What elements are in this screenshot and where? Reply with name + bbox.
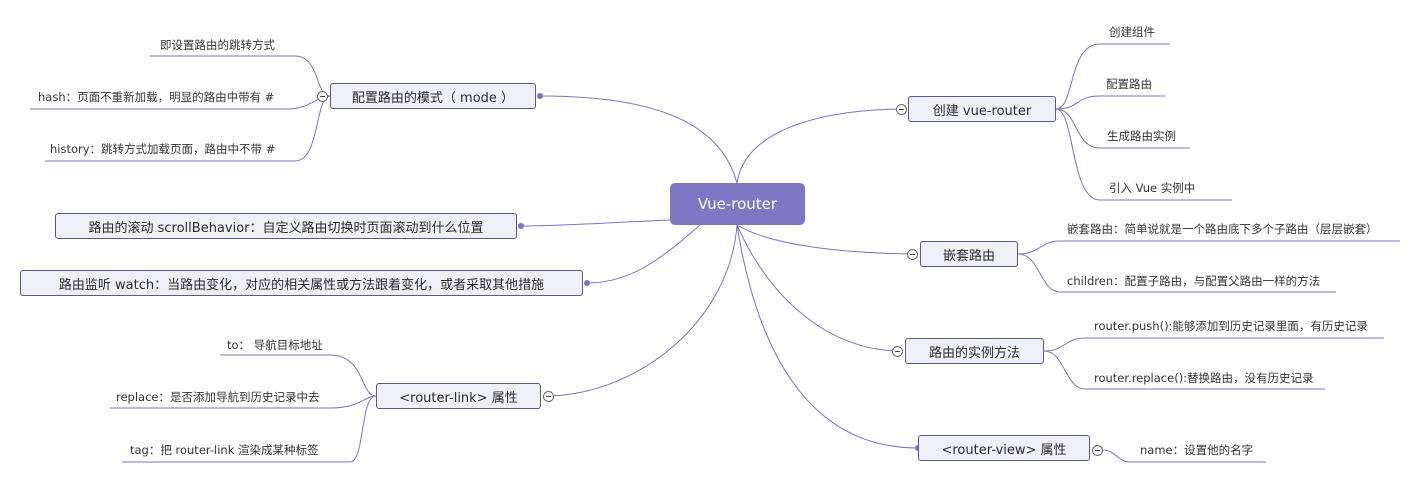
connector-root-link	[547, 224, 738, 397]
root-label: Vue-router	[697, 195, 778, 213]
branch-nested-label: 嵌套路由	[942, 248, 995, 264]
connector-nested-c0	[1017, 240, 1400, 255]
collapse-toggle-create[interactable]	[896, 104, 907, 115]
connector-create-c3	[1055, 108, 1232, 201]
connector-root-view	[736, 224, 919, 449]
branch-nested[interactable]: 嵌套路由	[920, 241, 1018, 267]
leaf-nested-1[interactable]: children：配置子路由，与配置父路由一样的方法	[1067, 274, 1321, 288]
leaf-view-0[interactable]: name：设置他的名字	[1140, 443, 1254, 457]
connector-methods-c1	[1043, 350, 1325, 390]
leaf-mode-2[interactable]: history：跳转方式加载页面，路由中不带 #	[50, 142, 276, 156]
connector-root-create	[736, 108, 902, 184]
end-dot-watch	[584, 280, 590, 286]
branch-create-label: 创建 vue-router	[932, 103, 1032, 119]
connector-create-c2	[1055, 108, 1190, 149]
leaf-create-3[interactable]: 引入 Vue 实例中	[1109, 181, 1196, 195]
leaf-create-1[interactable]: 配置路由	[1106, 77, 1152, 91]
connector-root-watch	[586, 224, 701, 284]
connector-root-methods	[736, 224, 899, 352]
branch-mode[interactable]: 配置路由的模式（ mode ）	[330, 83, 536, 109]
branch-create[interactable]: 创建 vue-router	[908, 96, 1056, 122]
leaf-methods-0[interactable]: router.push():能够添加到历史记录里面，有历史记录	[1094, 319, 1368, 333]
connector-link-c0	[220, 354, 377, 397]
connector-link-c2	[122, 395, 377, 463]
connector-nested-c1	[1017, 253, 1336, 293]
branch-watch-label: 路由监听 watch：当路由变化，对应的相关属性或方法跟着变化，或者采取其他措施	[58, 277, 545, 293]
branch-router-link-label: <router-link> 属性	[399, 390, 518, 406]
connector-methods-c0	[1043, 337, 1384, 352]
collapse-toggle-methods[interactable]	[892, 346, 903, 357]
branch-scroll-label: 路由的滚动 scrollBehavior：自定义路由切换时页面滚动到什么位置	[88, 220, 484, 236]
branch-watch[interactable]: 路由监听 watch：当路由变化，对应的相关属性或方法跟着变化，或者采取其他措施	[20, 270, 583, 296]
end-dot-mode	[537, 93, 543, 99]
connector-root-scroll	[520, 219, 671, 227]
collapse-toggle-mode[interactable]	[317, 91, 328, 102]
collapse-toggle-router-link[interactable]	[543, 391, 554, 402]
leaf-link-0[interactable]: to： 导航目标地址	[227, 338, 323, 352]
connector-create-c0	[1055, 43, 1170, 110]
connector-root-nested	[736, 224, 914, 255]
leaf-nested-0[interactable]: 嵌套路由：简单说就是一个路由底下多个子路由（层层嵌套）	[1067, 222, 1378, 236]
leaf-mode-0[interactable]: 即设置路由的跳转方式	[160, 38, 275, 52]
collapse-toggle-nested[interactable]	[907, 249, 918, 260]
collapse-toggle-router-view[interactable]	[1092, 445, 1103, 456]
leaf-link-2[interactable]: tag：把 router-link 渲染成某种标签	[130, 443, 319, 457]
leaf-mode-1[interactable]: hash：页面不重新加载，明显的路由中带有 #	[38, 90, 275, 104]
branch-scroll[interactable]: 路由的滚动 scrollBehavior：自定义路由切换时页面滚动到什么位置	[55, 213, 517, 239]
branch-methods[interactable]: 路由的实例方法	[905, 338, 1044, 364]
connector-root-mode	[539, 95, 738, 184]
connector-create-c1	[1055, 95, 1165, 110]
end-dot-scroll	[518, 223, 524, 229]
branch-router-view-label: <router-view> 属性	[941, 442, 1067, 458]
leaf-methods-1[interactable]: router.replace():替换路由，没有历史记录	[1094, 371, 1314, 385]
connector-link-c1	[110, 395, 377, 409]
branch-router-view[interactable]: <router-view> 属性	[918, 435, 1090, 461]
branch-methods-label: 路由的实例方法	[928, 345, 1020, 361]
leaf-link-1[interactable]: replace：是否添加导航到历史记录中去	[116, 390, 320, 404]
branch-mode-label: 配置路由的模式（ mode ）	[351, 90, 515, 106]
root-node[interactable]: Vue-router	[670, 183, 805, 225]
branch-router-link[interactable]: <router-link> 属性	[376, 383, 541, 409]
connector-view-c0	[1102, 449, 1266, 463]
leaf-create-0[interactable]: 创建组件	[1109, 25, 1155, 39]
leaf-create-2[interactable]: 生成路由实例	[1107, 129, 1176, 143]
